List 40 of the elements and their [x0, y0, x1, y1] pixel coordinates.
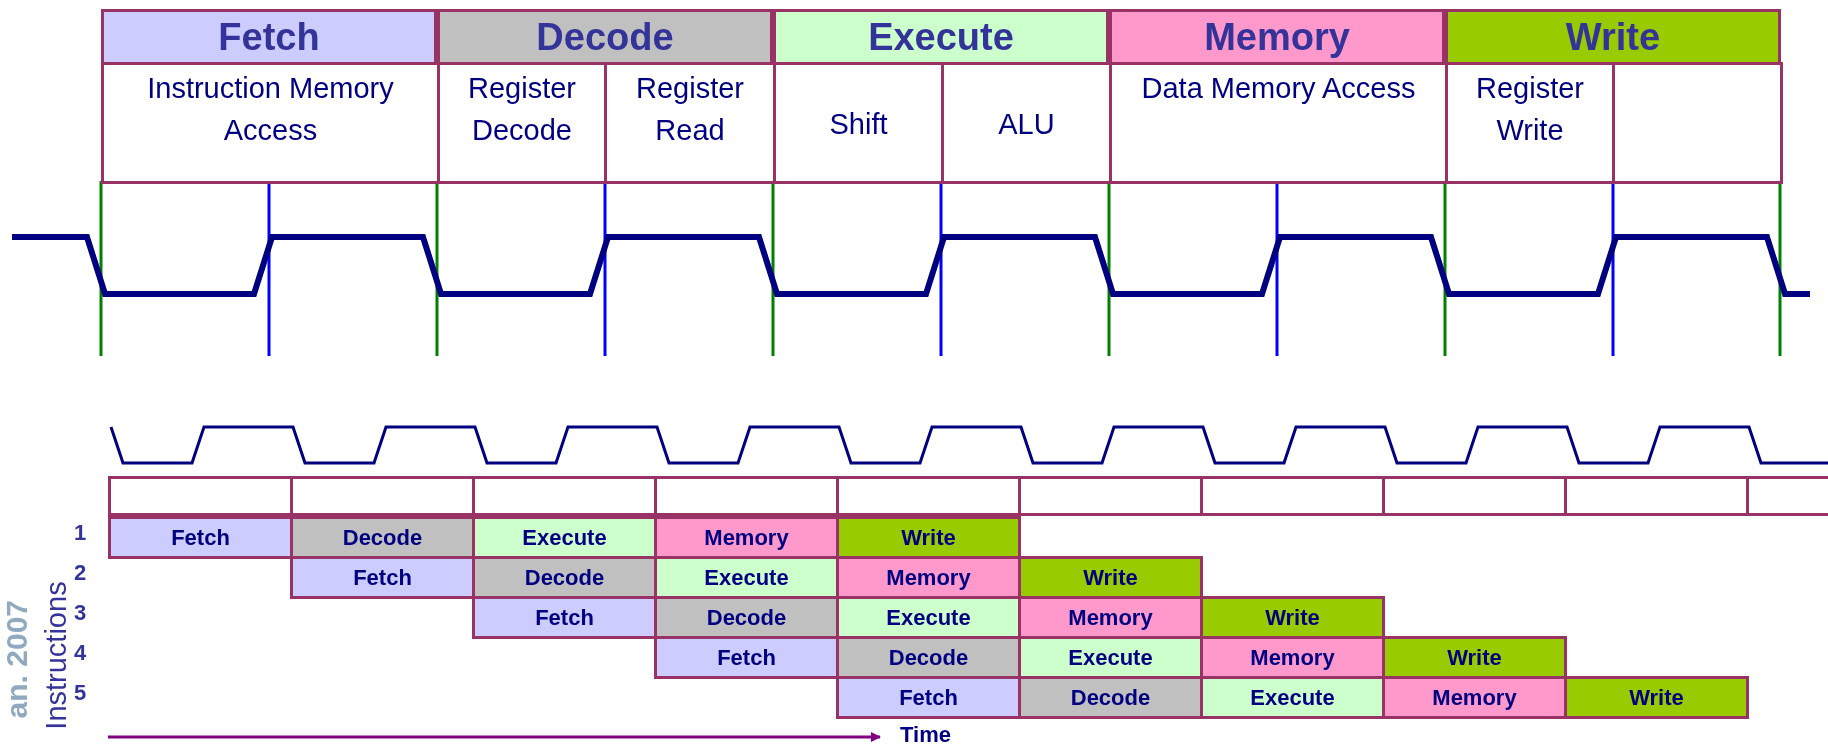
pipeline-stage: Write [1382, 636, 1567, 679]
stage-header: Execute [773, 9, 1109, 65]
pipeline-stage: Decode [290, 516, 475, 559]
pipeline-stage: Memory [654, 516, 839, 559]
row-number: 4 [74, 640, 87, 666]
row-number: 2 [74, 560, 87, 586]
time-slot [1200, 476, 1385, 516]
time-slot [108, 476, 293, 516]
pipeline-stage: Decode [654, 596, 839, 639]
axis-label: Instructions [39, 580, 73, 732]
time-slot [654, 476, 839, 516]
row-number: 3 [74, 600, 87, 626]
substage-cell [1612, 62, 1783, 184]
axis-label: Time [900, 722, 951, 746]
substage-cell: Shift [773, 62, 944, 184]
pipeline-stage: Write [1018, 556, 1203, 599]
pipeline-stage: Fetch [108, 516, 293, 559]
row-number: 1 [74, 520, 87, 546]
substage-cell: Register Decode [437, 62, 607, 184]
pipeline-stage: Decode [1018, 676, 1203, 719]
time-slot [290, 476, 475, 516]
pipeline-stage: Write [1564, 676, 1749, 719]
pipeline-stage: Decode [836, 636, 1021, 679]
row-number: 5 [74, 680, 87, 706]
substage-cell: Instruction Memory Access [101, 62, 440, 184]
stage-header: Write [1445, 9, 1781, 65]
stage-header: Fetch [101, 9, 437, 65]
time-slot [1746, 476, 1828, 516]
time-slot [1018, 476, 1203, 516]
time-slot [1382, 476, 1567, 516]
time-slot [836, 476, 1021, 516]
time-slot [1564, 476, 1749, 516]
stage-header: Decode [437, 9, 773, 65]
time-slot [472, 476, 657, 516]
stage-header: Memory [1109, 9, 1445, 65]
pipeline-stage: Write [1200, 596, 1385, 639]
date-label: an. 2007 [2, 600, 32, 719]
substage-cell: Register Write [1445, 62, 1615, 184]
pipeline-stage: Write [836, 516, 1021, 559]
pipeline-stage: Decode [472, 556, 657, 599]
